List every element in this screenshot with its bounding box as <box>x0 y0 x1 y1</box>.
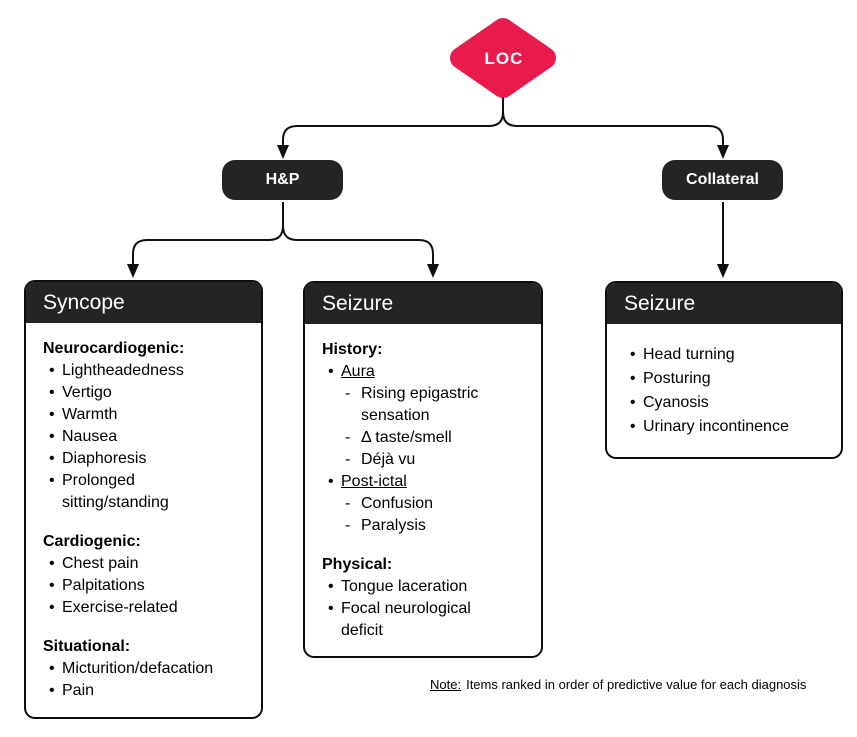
list-item: Prolonged sitting/standing <box>43 470 253 514</box>
connector-loc-hp <box>277 97 504 159</box>
seizure-collateral-box: Seizure Head turning Posturing Cyanosis … <box>605 281 843 459</box>
list-item: Micturition/defacation <box>43 658 253 680</box>
collateral-node: Collateral <box>662 160 783 200</box>
list-item: Vertigo <box>43 382 253 404</box>
list-item: Tongue laceration <box>322 576 533 598</box>
syncope-box: Syncope Neurocardiogenic: Lightheadednes… <box>24 280 263 719</box>
sub-list-item: Rising epigastric sensation <box>322 383 533 427</box>
section-heading: History: <box>322 341 383 358</box>
connector-loc-collateral <box>502 97 729 159</box>
section-heading: Physical: <box>322 556 393 573</box>
footnote-label: Note: <box>430 677 462 692</box>
list-item: Focal neurological deficit <box>322 598 533 642</box>
seizure-history-box-title: Seizure <box>305 283 541 324</box>
footnote-text: Items ranked in order of predictive valu… <box>466 677 807 692</box>
hp-node: H&P <box>222 160 343 200</box>
list-item: Posturing <box>624 367 833 391</box>
list-item: Nausea <box>43 426 253 448</box>
syncope-box-title: Syncope <box>26 282 261 323</box>
list-item: Pain <box>43 680 253 702</box>
seizure-history-box: Seizure History: Aura Rising epigastric … <box>303 281 543 658</box>
section-heading: Neurocardiogenic: <box>43 340 185 357</box>
list-item: Exercise-related <box>43 597 253 619</box>
section-heading: Cardiogenic: <box>43 533 141 550</box>
list-item: Head turning <box>624 343 833 367</box>
sub-list-item: Déjà vu <box>322 449 533 471</box>
list-item: Aura <box>322 361 533 383</box>
seizure-collateral-box-title: Seizure <box>607 283 841 324</box>
sub-list-item: Paralysis <box>322 515 533 537</box>
syncope-box-body: Neurocardiogenic: Lightheadedness Vertig… <box>26 323 261 702</box>
connector-hp-seizure <box>282 202 439 278</box>
loc-node-label: LOC <box>484 49 524 68</box>
seizure-history-box-body: History: Aura Rising epigastric sensatio… <box>305 324 541 642</box>
list-item: Urinary incontinence <box>624 415 833 439</box>
list-item: Chest pain <box>43 553 253 575</box>
list-item: Post-ictal <box>322 471 533 493</box>
list-item: Cyanosis <box>624 391 833 415</box>
list-item: Warmth <box>43 404 253 426</box>
underlined-term: Post-ictal <box>341 473 407 490</box>
list-item: Diaphoresis <box>43 448 253 470</box>
list-item: Lightheadedness <box>43 360 253 382</box>
sub-list-item: Δ taste/smell <box>322 427 533 449</box>
footnote: Note: Items ranked in order of predictive… <box>430 677 850 692</box>
seizure-collateral-box-body: Head turning Posturing Cyanosis Urinary … <box>607 324 841 439</box>
connector-hp-syncope <box>127 202 284 278</box>
underlined-term: Aura <box>341 363 375 380</box>
sub-list-item: Confusion <box>322 493 533 515</box>
section-heading: Situational: <box>43 638 131 655</box>
list-item: Palpitations <box>43 575 253 597</box>
